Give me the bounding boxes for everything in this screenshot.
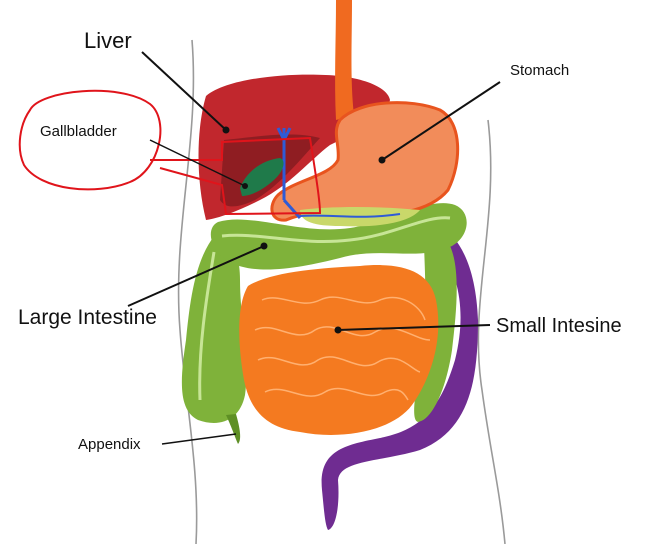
large-intestine-label: Large Intestine (18, 306, 157, 329)
gallbladder-leader (149, 139, 246, 187)
stomach-leader (381, 81, 501, 161)
gallbladder-dot (242, 183, 248, 189)
appendix-label: Appendix (78, 436, 141, 453)
rectum (321, 225, 478, 530)
gallbladder-circle-marker (18, 89, 162, 191)
gallbladder-label: Gallbladder (40, 123, 117, 140)
body-outline-left (177, 39, 198, 544)
small-intestine-folds (254, 296, 431, 401)
gallbladder-box-marker (150, 136, 322, 216)
ascending-colon (181, 235, 247, 423)
stomach-dot (378, 156, 386, 164)
large-intestine-dot (260, 242, 268, 250)
colon-highlight (221, 216, 451, 244)
liver-label: Liver (84, 28, 132, 53)
large-intestine-leader (127, 245, 265, 307)
small-intestine (239, 265, 439, 435)
esophagus (335, 0, 354, 120)
liver-dot (222, 126, 230, 134)
appendix-tube (226, 414, 241, 444)
gallbladder (240, 158, 284, 196)
pancreatic-duct (299, 213, 401, 218)
stomach-label: Stomach (510, 62, 570, 79)
appendix-leader (161, 433, 237, 445)
liver-leader (141, 51, 227, 131)
small-intestine-label: Small Intesine (496, 315, 622, 337)
small-intestine-dot (334, 326, 342, 334)
small-intestine-leader (337, 324, 491, 331)
body-outline-right (477, 119, 506, 544)
